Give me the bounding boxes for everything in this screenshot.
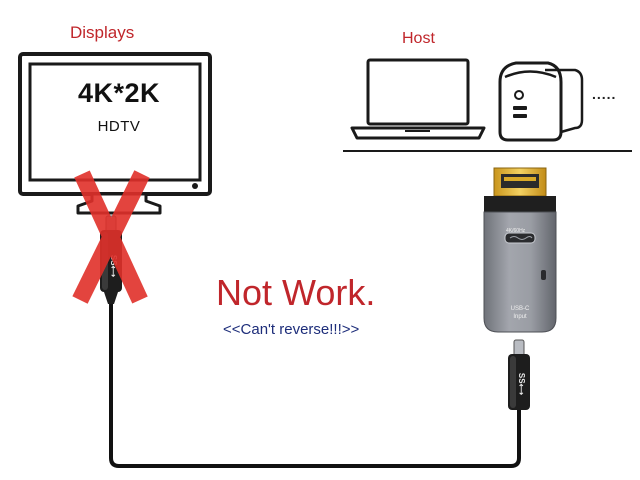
hdmi-adapter-icon — [483, 167, 557, 333]
display-resolution-text: 4K*2K — [77, 78, 161, 108]
adapter-input-line2: Input — [513, 314, 527, 320]
adapter-port-label: 4K/60Hz — [506, 228, 526, 234]
red-cross-mark-icon — [72, 170, 150, 304]
svg-text:SS⟷: SS⟷ — [517, 373, 526, 396]
more-hosts-ellipsis: ..... — [592, 86, 617, 102]
adapter-input-line1: USB-C — [510, 306, 530, 312]
usb-c-cable — [109, 302, 521, 468]
cant-reverse-note: <<Can't reverse!!!>> — [223, 321, 360, 338]
display-type-text: HDTV — [97, 118, 141, 135]
usb-c-plug-icon: SS⟷ — [508, 339, 530, 410]
svg-text:SS⟷: SS⟷ — [109, 255, 118, 278]
desktop-tower-icon — [498, 61, 584, 142]
adapter-input-label: USB-C Input — [500, 305, 540, 321]
displays-label: Displays — [70, 23, 135, 42]
not-work-warning: Not Work. — [216, 272, 376, 313]
laptop-icon — [350, 58, 486, 140]
host-label: Host — [402, 30, 435, 47]
